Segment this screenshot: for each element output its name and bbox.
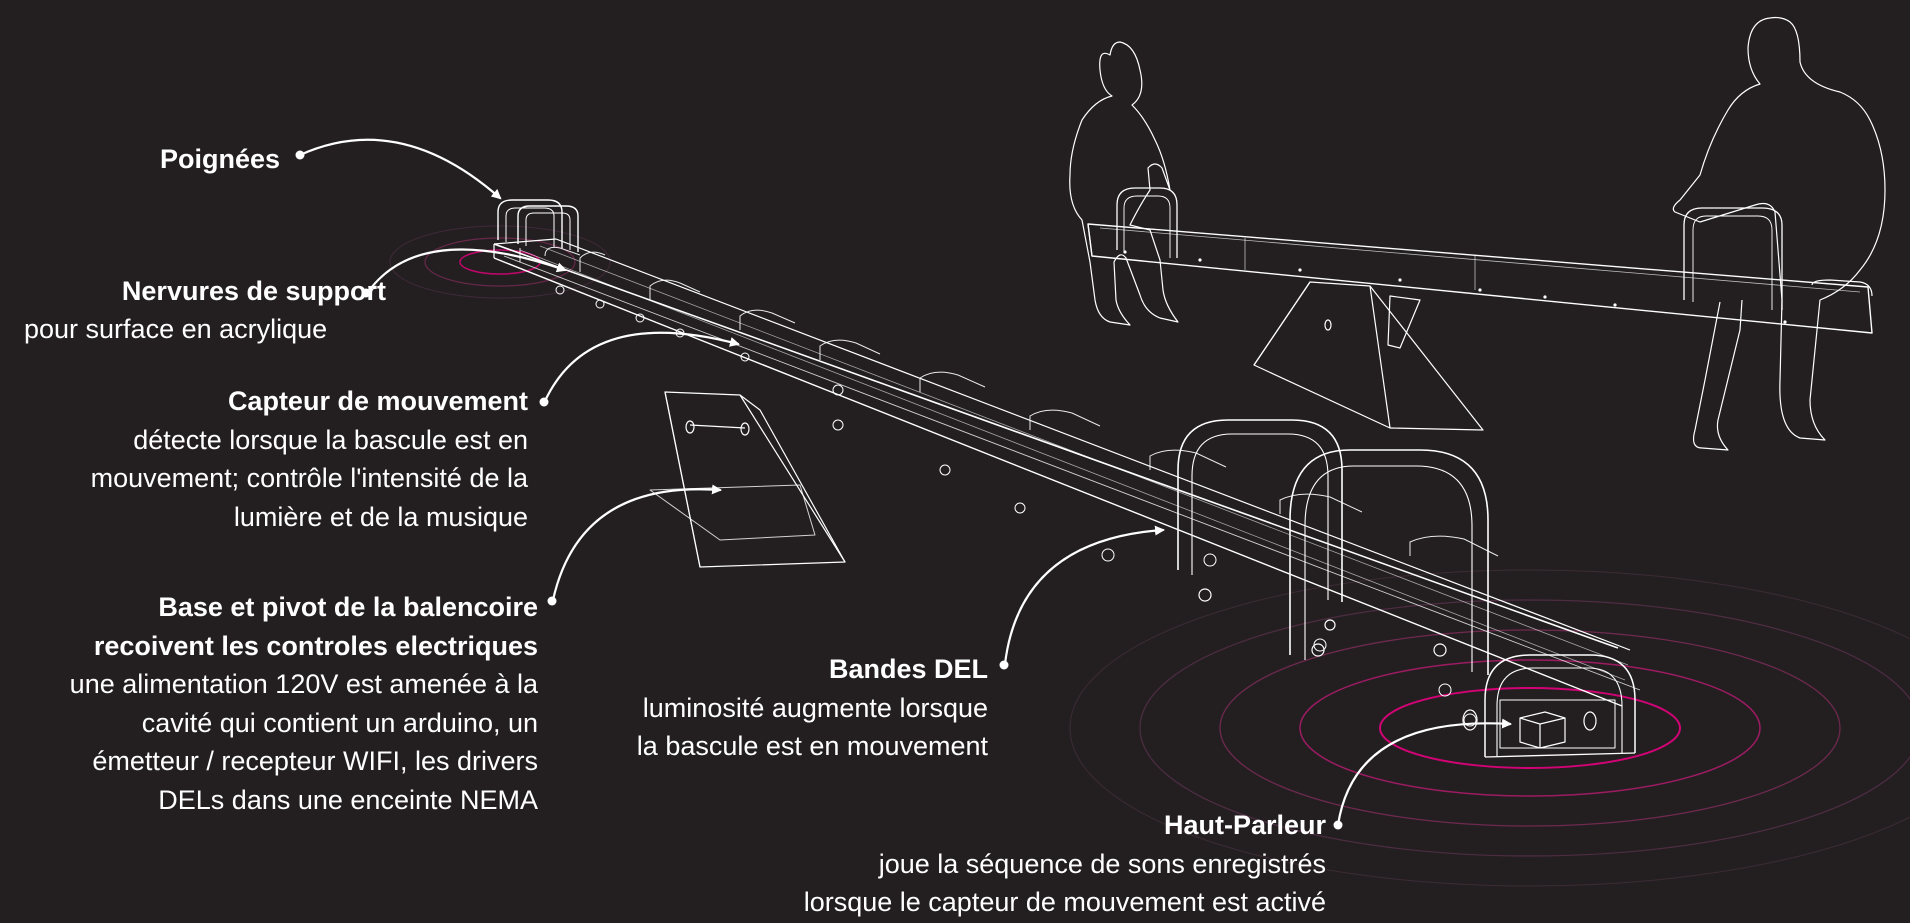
label-nervures-title: Nervures de support (121, 276, 386, 306)
label-bandes-line-2: la bascule est en mouvement (636, 731, 988, 761)
label-bandes: Bandes DEL luminosité augmente lorsque l… (637, 650, 988, 766)
label-base-line-3: émetteur / recepteur WIFI, les drivers (92, 746, 538, 776)
label-poignees-title: Poignées (159, 144, 280, 174)
label-bandes-title: Bandes DEL (828, 654, 988, 684)
label-base-line-2: cavité qui contient un arduino, un (141, 707, 538, 738)
label-haut-parleur-title: Haut-Parleur (1163, 810, 1326, 840)
handle-sound-waves (389, 225, 611, 299)
assembled-seesaw-with-people (1069, 16, 1886, 451)
label-base-title-1: Base et pivot de la balencoire (158, 592, 538, 622)
main-seesaw-drawing (493, 199, 1641, 758)
label-base-line-1: une alimentation 120V est amenée à la (69, 669, 538, 699)
label-poignees: Poignées (160, 140, 280, 179)
callout-leaders (298, 138, 1512, 827)
label-nervures-line-1: pour surface en acrylique (24, 314, 328, 344)
label-base-title-2: recoivent les controles electriques (93, 630, 538, 661)
callout-dots (295, 150, 1343, 830)
label-capteur: Capteur de mouvement détecte lorsque la … (91, 382, 528, 536)
label-haut-parleur: Haut-Parleur joue la séquence de sons en… (804, 806, 1326, 922)
label-capteur-line-3: lumière et de la musique (233, 501, 528, 532)
leader-poignees (298, 138, 502, 200)
label-nervures-body: pour surface en acrylique (24, 310, 327, 349)
label-capteur-line-1: détecte lorsque la bascule est en (133, 424, 528, 455)
label-base-line-4: DELs dans une enceinte NEMA (158, 784, 538, 815)
label-nervures: Nervures de support (122, 272, 386, 311)
leader-nervures (366, 248, 567, 294)
label-base: Base et pivot de la balencoire recoivent… (70, 588, 538, 819)
leader-capteur (543, 331, 740, 403)
leader-base (551, 484, 722, 602)
label-haut-parleur-line-1: joue la séquence de sons enregistrés (878, 848, 1326, 879)
label-capteur-title: Capteur de mouvement (227, 386, 528, 416)
speaker-sound-waves (1069, 569, 1910, 887)
leader-bandes (1003, 525, 1165, 666)
label-bandes-line-1: luminosité augmente lorsque (642, 692, 988, 723)
leader-haut-parleur (1336, 718, 1512, 827)
label-capteur-line-2: mouvement; contrôle l'intensité de la (90, 463, 528, 493)
label-haut-parleur-line-2: lorsque le capteur de mouvement est acti… (803, 887, 1326, 917)
